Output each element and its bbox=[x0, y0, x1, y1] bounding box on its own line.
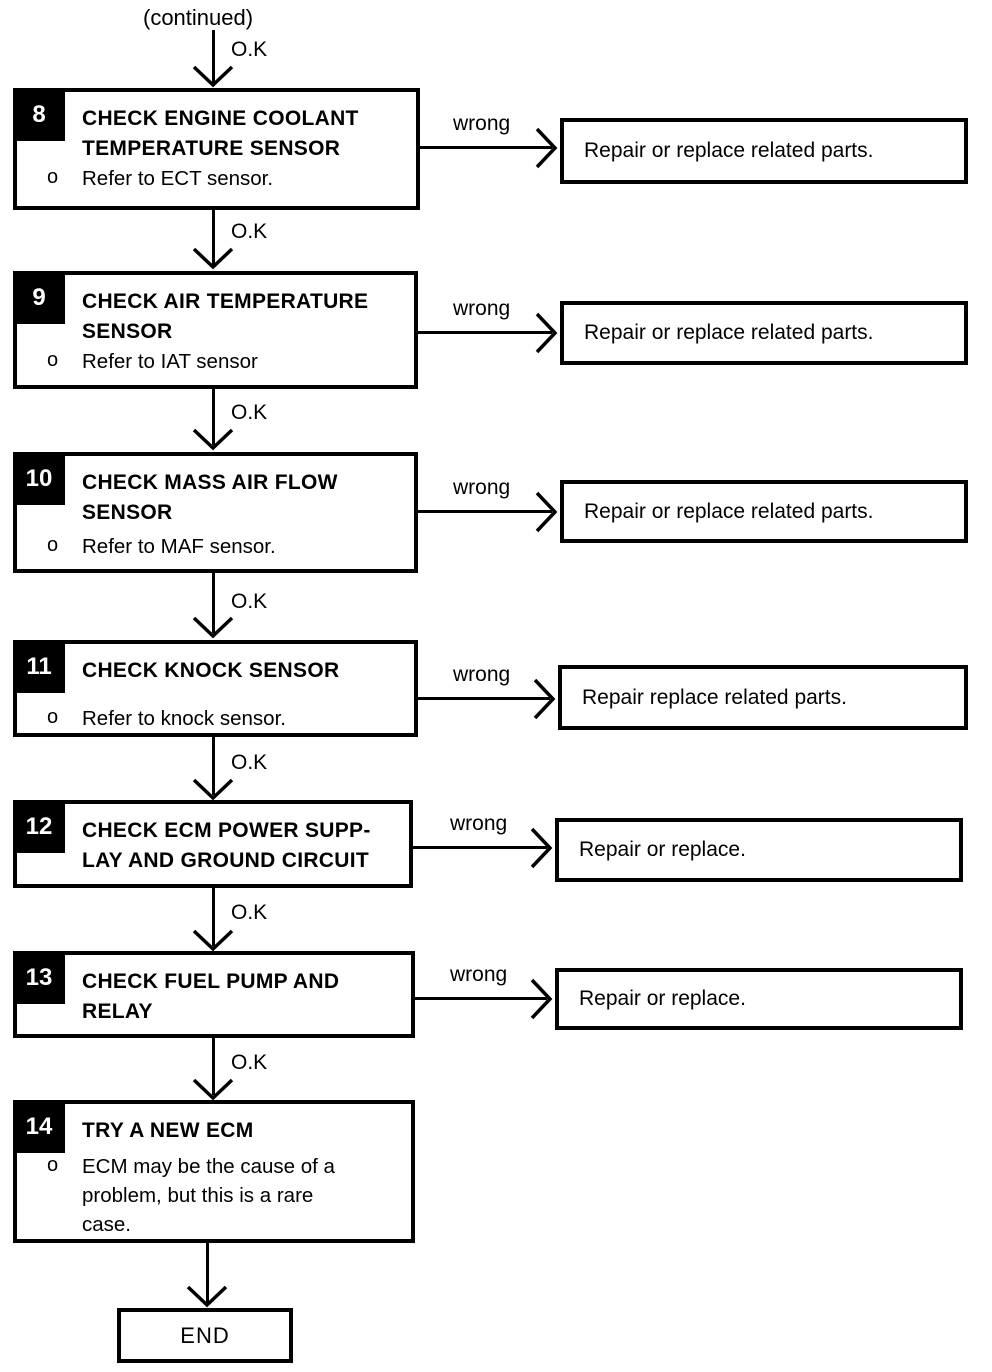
end-label: END bbox=[180, 1322, 230, 1348]
ok-label: O.K bbox=[231, 901, 268, 924]
wrong-label: wrong bbox=[453, 297, 511, 320]
bullet-marker: o bbox=[47, 534, 59, 556]
action-box: Repair replace related parts. bbox=[558, 665, 968, 730]
step-title: CHECK FUEL PUMP AND RELAY bbox=[82, 970, 340, 1023]
step-number-badge: 13 bbox=[13, 951, 65, 1004]
step-title: TRY A NEW ECM bbox=[82, 1119, 254, 1142]
connector-line bbox=[413, 846, 547, 849]
arrowhead-down-icon bbox=[185, 1284, 229, 1308]
step-box-12: 12 CHECK ECM POWER SUPP- LAY AND GROUND … bbox=[13, 800, 413, 888]
ok-label: O.K bbox=[231, 220, 268, 243]
step-note: Refer to MAF sensor. bbox=[82, 535, 276, 558]
connector-line bbox=[212, 389, 215, 445]
bullet-marker: o bbox=[47, 166, 59, 188]
step-title: CHECK ENGINE COOLANT TEMPERATURE SENSOR bbox=[82, 107, 359, 160]
step-note: Refer to IAT sensor bbox=[82, 350, 258, 373]
bullet-marker: o bbox=[47, 349, 59, 371]
action-text: Repair or replace related parts. bbox=[584, 321, 874, 344]
ok-label: O.K bbox=[231, 401, 268, 424]
action-box: Repair or replace related parts. bbox=[560, 480, 968, 543]
step-note: ECM may be the cause of a problem, but t… bbox=[82, 1155, 335, 1236]
wrong-label: wrong bbox=[453, 112, 511, 135]
arrowhead-down-icon bbox=[191, 427, 235, 451]
step-number-badge: 9 bbox=[13, 271, 65, 324]
ok-label: O.K bbox=[231, 751, 268, 774]
bullet-marker: o bbox=[47, 1154, 59, 1176]
ok-label: O.K bbox=[231, 590, 268, 613]
arrowhead-down-icon bbox=[191, 777, 235, 801]
step-box-11: 11 CHECK KNOCK SENSOR o Refer to knock s… bbox=[13, 640, 418, 737]
connector-line bbox=[212, 1038, 215, 1095]
action-box: Repair or replace. bbox=[555, 818, 963, 882]
action-text: Repair or replace related parts. bbox=[584, 499, 874, 523]
connector-line bbox=[212, 210, 215, 266]
step-note: Refer to ECT sensor. bbox=[82, 167, 274, 190]
step-number-badge: 14 bbox=[13, 1100, 65, 1153]
action-box: Repair or replace. bbox=[555, 968, 963, 1030]
action-box: Repair or replace related parts. bbox=[560, 118, 968, 184]
arrowhead-down-icon bbox=[191, 928, 235, 952]
action-text: Repair or replace. bbox=[579, 838, 746, 861]
connector-line bbox=[212, 737, 215, 795]
wrong-label: wrong bbox=[450, 812, 508, 835]
connector-line bbox=[418, 331, 552, 334]
arrowhead-right-icon bbox=[533, 126, 559, 170]
arrowhead-down-icon bbox=[191, 64, 235, 88]
connector-line bbox=[415, 997, 547, 1000]
connector-line bbox=[418, 697, 550, 700]
step-box-14: 14 TRY A NEW ECM o ECM may be the cause … bbox=[13, 1100, 415, 1243]
action-text: Repair replace related parts. bbox=[582, 685, 847, 709]
arrowhead-right-icon bbox=[533, 490, 559, 534]
end-box: END bbox=[117, 1308, 293, 1363]
arrowhead-right-icon bbox=[531, 677, 557, 721]
step-number-badge: 10 bbox=[13, 452, 65, 505]
connector-line bbox=[420, 146, 552, 149]
step-box-8: 8 CHECK ENGINE COOLANT TEMPERATURE SENSO… bbox=[13, 88, 420, 210]
connector-line bbox=[212, 30, 215, 86]
arrowhead-down-icon bbox=[191, 246, 235, 270]
action-text: Repair or replace related parts. bbox=[584, 139, 874, 162]
arrowhead-right-icon bbox=[533, 311, 559, 355]
step-number-badge: 12 bbox=[13, 800, 65, 853]
step-box-10: 10 CHECK MASS AIR FLOW SENSOR o Refer to… bbox=[13, 452, 418, 573]
action-box: Repair or replace related parts. bbox=[560, 301, 968, 365]
continued-label: (continued) bbox=[143, 5, 254, 30]
step-note: Refer to knock sensor. bbox=[82, 707, 286, 730]
wrong-label: wrong bbox=[453, 476, 511, 499]
step-title: CHECK MASS AIR FLOW SENSOR bbox=[82, 471, 338, 524]
arrowhead-right-icon bbox=[528, 826, 554, 870]
arrowhead-right-icon bbox=[528, 977, 554, 1021]
wrong-label: wrong bbox=[453, 663, 511, 686]
step-title: CHECK ECM POWER SUPP- LAY AND GROUND CIR… bbox=[82, 819, 371, 872]
wrong-label: wrong bbox=[450, 963, 508, 986]
arrowhead-down-icon bbox=[191, 615, 235, 639]
step-number-badge: 8 bbox=[13, 88, 65, 141]
connector-line bbox=[212, 888, 215, 946]
bullet-marker: o bbox=[47, 706, 59, 728]
step-box-9: 9 CHECK AIR TEMPERATURE SENSOR o Refer t… bbox=[13, 271, 418, 389]
ok-label: O.K bbox=[231, 1051, 268, 1074]
step-number-badge: 11 bbox=[13, 640, 65, 693]
connector-line bbox=[212, 573, 215, 633]
action-text: Repair or replace. bbox=[579, 987, 746, 1010]
arrowhead-down-icon bbox=[191, 1077, 235, 1101]
ok-label: O.K bbox=[231, 38, 268, 61]
connector-line bbox=[418, 510, 552, 513]
step-title: CHECK AIR TEMPERATURE SENSOR bbox=[82, 290, 369, 343]
connector-line bbox=[206, 1243, 209, 1303]
step-box-13: 13 CHECK FUEL PUMP AND RELAY bbox=[13, 951, 415, 1038]
step-title: CHECK KNOCK SENSOR bbox=[82, 659, 340, 682]
